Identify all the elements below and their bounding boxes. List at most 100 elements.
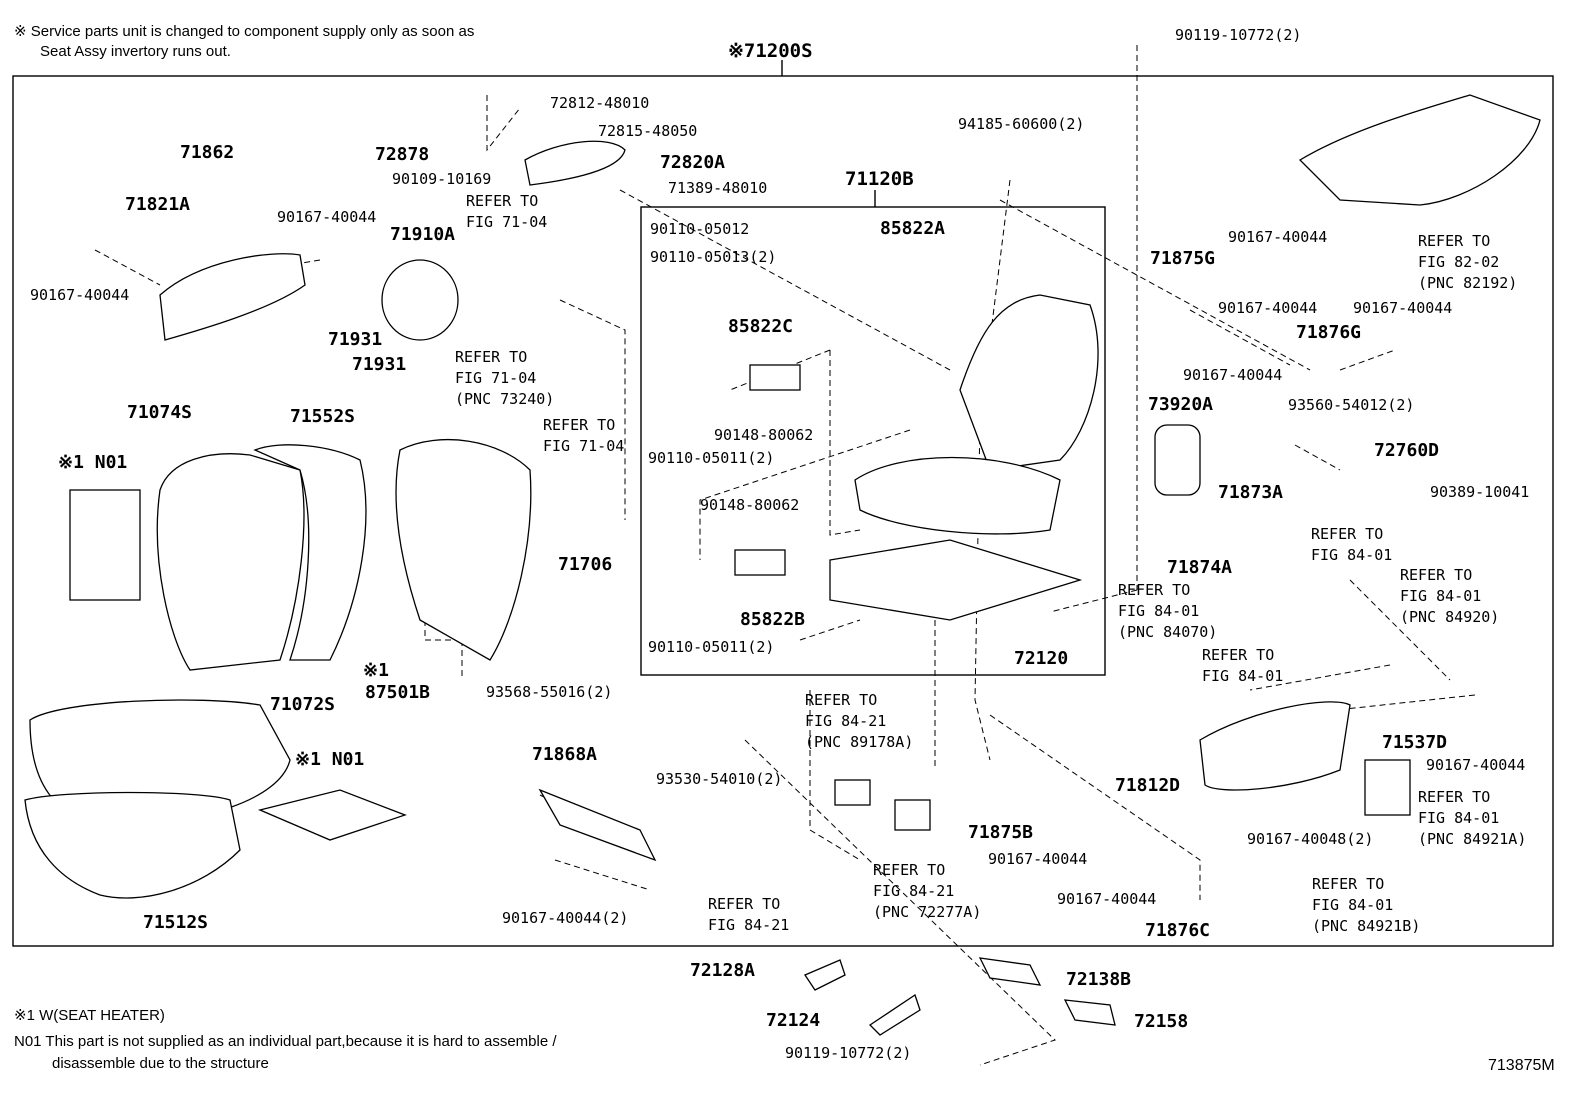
side-airbag [1154, 424, 1201, 496]
part-label: 71875G [1150, 248, 1215, 269]
part-label: 90167-40044 [988, 850, 1087, 868]
part-label: 72138B [1066, 969, 1131, 990]
part-label: 72124 [766, 1010, 820, 1031]
part-label: REFER TO [873, 861, 945, 879]
part-label: (PNC 82192) [1418, 274, 1517, 292]
part-label: FIG 71-04 [455, 369, 536, 387]
part-label: FIG 71-04 [543, 437, 624, 455]
seat-back-cover [156, 453, 305, 671]
assembly-label: ※71200S [728, 40, 813, 62]
bracket-72277A [894, 799, 931, 831]
motor-85822B [734, 549, 786, 576]
subassembly-label: 71120B [845, 168, 914, 190]
part-label: (PNC 72277A) [873, 903, 981, 921]
part-label: 93560-54012(2) [1288, 396, 1414, 414]
part-label: 71910A [390, 224, 455, 245]
part-label: 71072S [270, 694, 335, 715]
part-label: FIG 84-21 [805, 712, 886, 730]
part-label: 90167-40044 [1183, 366, 1282, 384]
part-label: ※1 [363, 660, 389, 681]
switch-89178A [834, 779, 871, 806]
part-label: 90119-10772(2) [785, 1044, 911, 1062]
part-label: 71862 [180, 142, 234, 163]
part-label: 90110-05011(2) [648, 449, 774, 467]
part-label: (PNC 89178A) [805, 733, 913, 751]
part-label: 90110-05012 [650, 220, 749, 238]
part-label: 72812-48010 [550, 94, 649, 112]
part-label: (PNC 84920) [1400, 608, 1499, 626]
part-label: 71868A [532, 744, 597, 765]
part-label: FIG 84-21 [708, 916, 789, 934]
part-label: 90110-05013(2) [650, 248, 776, 266]
part-label: 72120 [1014, 648, 1068, 669]
side-shield [1199, 701, 1351, 791]
part-label: FIG 84-01 [1400, 587, 1481, 605]
part-label: FIG 82-02 [1418, 253, 1499, 271]
part-label: 71706 [558, 554, 612, 575]
part-label: 90110-05011(2) [648, 638, 774, 656]
seat-frame-cushion [854, 456, 1061, 535]
part-label: 71812D [1115, 775, 1180, 796]
part-label: 72820A [660, 152, 725, 173]
part-label: 90167-40044 [277, 208, 376, 226]
part-label: REFER TO [466, 192, 538, 210]
part-label: FIG 84-01 [1311, 546, 1392, 564]
part-label: 71876G [1296, 322, 1361, 343]
part-label: 71512S [143, 912, 208, 933]
part-label: FIG 84-01 [1418, 809, 1499, 827]
part-label: FIG 71-04 [466, 213, 547, 231]
part-label: 71876C [1145, 920, 1210, 941]
part-label: 72158 [1134, 1011, 1188, 1032]
footnote-n01-line2: disassemble due to the structure [52, 1055, 269, 1072]
side-shield-plate [1364, 759, 1411, 816]
lower-cover [538, 788, 657, 862]
part-label: 71931 [328, 329, 382, 350]
part-label: REFER TO [1418, 788, 1490, 806]
heater-mat-cushion [257, 789, 407, 841]
part-label: (PNC 84070) [1118, 623, 1217, 641]
part-label: 90167-40044 [1353, 299, 1452, 317]
part-label: 90167-40044 [1218, 299, 1317, 317]
motor-85822C [749, 364, 801, 391]
part-label: 71074S [127, 402, 192, 423]
part-label: 90167-40048(2) [1247, 830, 1373, 848]
bracket-72124 [868, 993, 921, 1036]
seat-back-board [395, 439, 532, 661]
part-label: (PNC 84921A) [1418, 830, 1526, 848]
part-label: 90167-40044 [1057, 890, 1156, 908]
part-label: 90119-10772(2) [1175, 26, 1301, 44]
part-label: 85822A [880, 218, 945, 239]
part-label: 73920A [1148, 394, 1213, 415]
assembly-frame [12, 75, 1554, 947]
diagram-id: 713875M [1488, 1057, 1555, 1074]
part-label: 90167-40044(2) [502, 909, 628, 927]
part-label: 71875B [968, 822, 1033, 843]
part-label: REFER TO [1400, 566, 1472, 584]
part-label: 85822B [740, 609, 805, 630]
part-label: 90109-10169 [392, 170, 491, 188]
part-label: 71389-48010 [668, 179, 767, 197]
part-label: 90389-10041 [1430, 483, 1529, 501]
service-note-line1: ※ Service parts unit is changed to compo… [14, 23, 475, 40]
part-label: 71537D [1382, 732, 1447, 753]
part-label: 72128A [690, 960, 755, 981]
footnote-seat-heater: ※1 W(SEAT HEATER) [14, 1007, 165, 1024]
part-label: REFER TO [1312, 875, 1384, 893]
side-trim-upper [159, 253, 306, 341]
part-label: REFER TO [543, 416, 615, 434]
armrest-cover [524, 140, 626, 186]
bracket-72128A [804, 959, 846, 991]
part-label: 93530-54010(2) [656, 770, 782, 788]
part-label: REFER TO [1311, 525, 1383, 543]
part-label: FIG 84-01 [1118, 602, 1199, 620]
heater-mat-back [69, 489, 141, 601]
part-label: 71821A [125, 194, 190, 215]
part-label: 90167-40044 [1426, 756, 1525, 774]
part-label: 72815-48050 [598, 122, 697, 140]
seat-frame-back [959, 294, 1099, 471]
part-label: 72878 [375, 144, 429, 165]
part-label: 93568-55016(2) [486, 683, 612, 701]
part-label: (PNC 84921B) [1312, 917, 1420, 935]
